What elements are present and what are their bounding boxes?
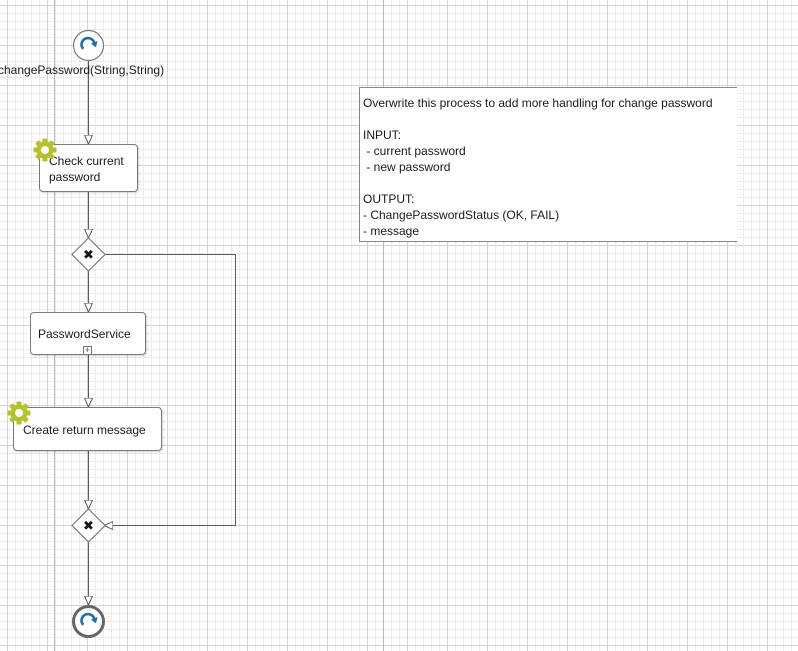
end-signal-icon bbox=[80, 612, 98, 626]
task-label: PasswordService bbox=[38, 327, 131, 341]
task-label: Create return message bbox=[23, 423, 146, 437]
lane-separator bbox=[383, 0, 384, 651]
annotation-line bbox=[363, 175, 737, 191]
gear-icon bbox=[33, 138, 57, 162]
annotation-line: - ChangePasswordStatus (OK, FAIL) bbox=[363, 208, 560, 222]
exclusive-gateway-split[interactable]: ✖ bbox=[71, 237, 106, 272]
end-event[interactable] bbox=[71, 604, 106, 639]
start-signal-icon bbox=[80, 36, 98, 50]
task-create-return-message[interactable]: Create return message bbox=[13, 407, 162, 451]
flow-split-to-join-bypass[interactable] bbox=[104, 254, 236, 526]
text-annotation[interactable]: Overwrite this process to add more handl… bbox=[359, 87, 737, 242]
start-event[interactable] bbox=[72, 29, 105, 62]
annotation-line: Overwrite this process to add more handl… bbox=[363, 96, 713, 110]
annotation-line bbox=[363, 111, 737, 127]
exclusive-gateway-join[interactable]: ✖ bbox=[71, 508, 106, 543]
annotation-line: - current password bbox=[363, 144, 466, 158]
gear-icon bbox=[7, 401, 31, 425]
annotation-line: OUTPUT: bbox=[363, 192, 415, 206]
annotation-line: - message bbox=[363, 224, 420, 238]
expand-subprocess-marker[interactable]: + bbox=[83, 345, 92, 355]
annotation-line: - new password bbox=[363, 160, 451, 174]
annotation-line: INPUT: bbox=[363, 128, 402, 142]
task-label-line: password bbox=[49, 170, 101, 184]
task-label-line: Check current bbox=[49, 154, 124, 168]
subprocess-password-service[interactable]: PasswordService + bbox=[30, 312, 146, 355]
start-event-label: changePassword(String,String) bbox=[0, 63, 165, 77]
gateway-x-icon: ✖ bbox=[83, 248, 94, 263]
gateway-x-icon: ✖ bbox=[83, 519, 94, 534]
